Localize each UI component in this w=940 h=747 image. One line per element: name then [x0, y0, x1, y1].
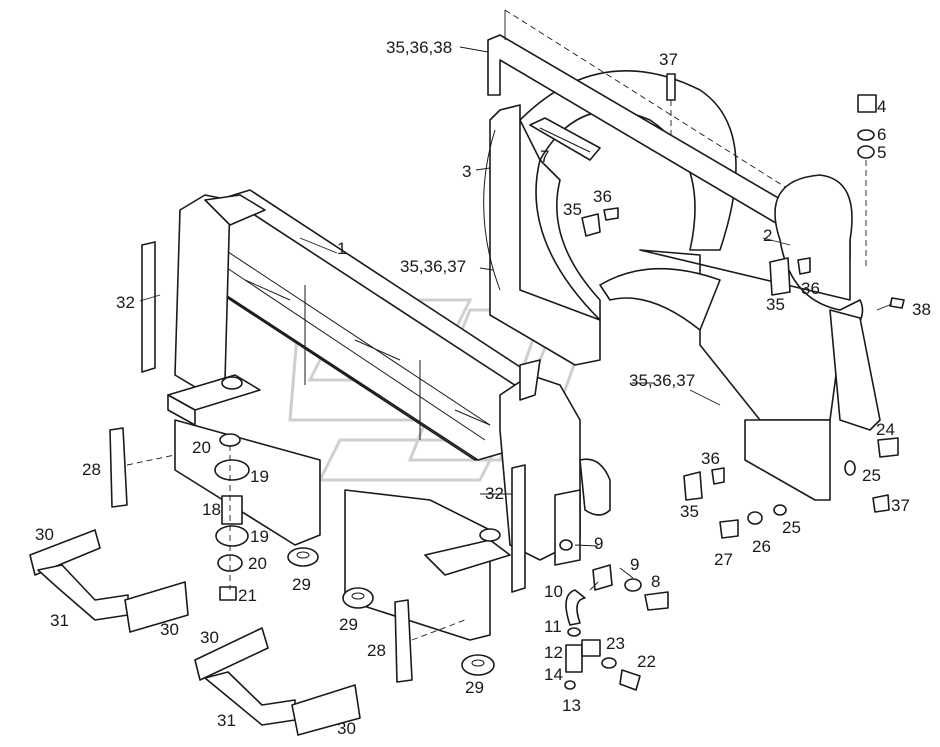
- callout-25-a: 25: [862, 466, 881, 485]
- callout-32-left: 32: [116, 293, 135, 312]
- callout-10: 10: [544, 582, 563, 601]
- callout-11: 11: [544, 617, 562, 636]
- callout-30-b: 30: [160, 620, 179, 639]
- callout-28-left: 28: [82, 460, 101, 479]
- pad-28-left: [109, 427, 176, 508]
- callout-35-36-37-b: 35,36,37: [629, 371, 695, 390]
- support-frame-right: [194, 627, 361, 736]
- callout-31-a: 31: [50, 611, 69, 630]
- callout-30-a: 30: [35, 525, 54, 544]
- callout-3: 3: [462, 162, 471, 181]
- callout-35-36-38: 35,36,38: [386, 38, 452, 57]
- callout-6: 6: [877, 125, 886, 144]
- callout-24: 24: [876, 420, 895, 439]
- callout-27: 27: [714, 550, 733, 569]
- fan-shroud-lower: [599, 174, 881, 501]
- callout-35-b: 35: [766, 295, 785, 314]
- callout-36-b: 36: [801, 279, 820, 298]
- clip-35-36-upper: [581, 207, 619, 237]
- callout-8: 8: [651, 572, 660, 591]
- callout-35-a: 35: [563, 200, 582, 219]
- callout-9-a: 9: [594, 534, 603, 553]
- hardware-right-side: [719, 437, 899, 539]
- hose-fittings: [559, 539, 669, 691]
- fan-shroud-upper: [483, 70, 737, 366]
- callout-7: 7: [540, 147, 549, 166]
- callout-30-d: 30: [337, 719, 356, 738]
- callout-19-b: 19: [250, 527, 269, 546]
- callout-26: 26: [752, 537, 771, 556]
- callout-30-c: 30: [200, 628, 219, 647]
- callout-13: 13: [562, 696, 581, 715]
- callout-25-b: 25: [782, 518, 801, 537]
- callout-31-b: 31: [217, 711, 236, 730]
- callout-32-right: 32: [485, 484, 504, 503]
- left-mount-bracket: [167, 374, 321, 546]
- seal-strip-32-left: [141, 241, 156, 373]
- callout-37-right: 37: [891, 496, 910, 515]
- callout-37-top: 37: [659, 50, 678, 69]
- part-callouts: 35,36,38 37 4 6 5 7 3 36 35 2 1 35,36,37…: [35, 38, 931, 738]
- clip-35-36-lower: [683, 467, 725, 501]
- callout-35-36-37-a: 35,36,37: [400, 257, 466, 276]
- bolt-4-washers: [857, 94, 877, 270]
- callout-22: 22: [637, 652, 656, 671]
- callout-29-c: 29: [465, 678, 484, 697]
- callout-12: 12: [544, 643, 563, 662]
- callout-21: 21: [238, 586, 257, 605]
- pad-28-right: [394, 599, 466, 683]
- callout-38: 38: [912, 300, 931, 319]
- leader-lines: [139, 46, 893, 591]
- callout-9-b: 9: [630, 555, 639, 574]
- rubber-ring-29-b: [342, 587, 374, 609]
- clip-35-36-right: [769, 257, 811, 296]
- bolt-38: [889, 297, 905, 309]
- mount-stack: [214, 433, 250, 601]
- support-frame-left: [29, 529, 189, 633]
- callout-20-a: 20: [192, 438, 211, 457]
- callout-5: 5: [877, 143, 886, 162]
- callout-23: 23: [606, 634, 625, 653]
- callout-14: 14: [544, 665, 563, 684]
- callout-18: 18: [202, 500, 221, 519]
- callout-36-c: 36: [701, 449, 720, 468]
- callout-1: 1: [337, 239, 346, 258]
- callout-4: 4: [877, 97, 886, 116]
- callout-28-right: 28: [367, 641, 386, 660]
- rubber-ring-29-a: [287, 547, 319, 567]
- rubber-ring-29-c: [461, 654, 495, 676]
- callout-35-c: 35: [680, 502, 699, 521]
- callout-19-a: 19: [250, 467, 269, 486]
- callout-29-b: 29: [339, 615, 358, 634]
- seal-strip-32-right: [511, 464, 526, 593]
- right-mount-bracket: [344, 489, 511, 641]
- mounting-strip-7: [529, 117, 601, 161]
- bolt-37-top: [666, 73, 676, 140]
- callout-2: 2: [763, 226, 772, 245]
- callout-20-b: 20: [248, 554, 267, 573]
- callout-29-a: 29: [292, 575, 311, 594]
- callout-36-a: 36: [593, 187, 612, 206]
